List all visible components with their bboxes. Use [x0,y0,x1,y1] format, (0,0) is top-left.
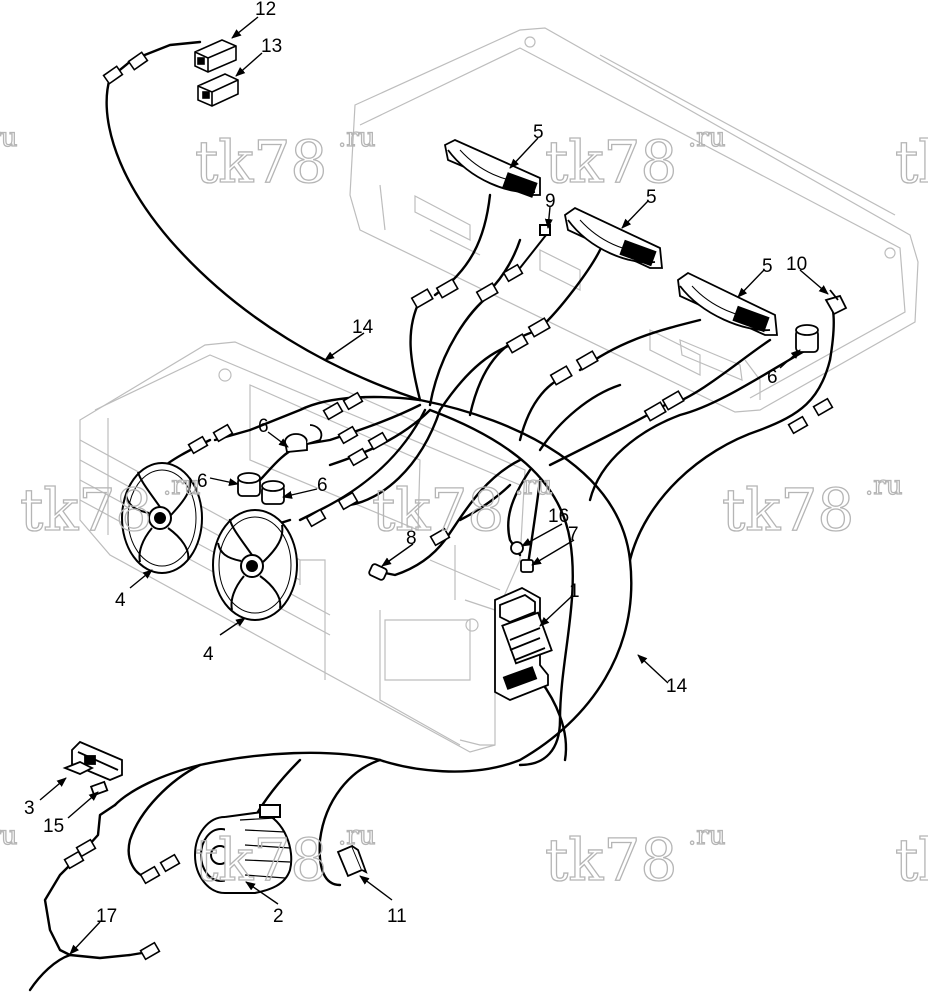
watermark-brand: tk78 [895,826,928,894]
callout-11: 11 [387,906,407,927]
evaporator-fan-5b [564,206,663,269]
watermark-brand: tk78 [722,476,854,544]
callout-labels: 12 13 5 5 5 9 10 6 14 6 6 6 8 16 7 1 4 4… [24,0,807,927]
sensor-9 [519,224,551,269]
leader-arrows [39,16,829,955]
switch-13 [197,73,239,107]
evaporator-fan-5c [677,271,778,336]
callout-6d: 6 [767,367,778,388]
pressure-switch-6-right [261,480,285,505]
callout-5a: 5 [533,122,544,143]
pressure-switch-6-upper [795,324,819,353]
callout-13: 13 [261,36,282,57]
connector-16 [510,541,524,555]
watermark-suffix: .ru [688,123,725,153]
compressor-2 [194,804,293,894]
callout-4a: 4 [115,590,126,611]
sensor-10 [824,289,848,316]
watermark-suffix: .ru [338,123,375,153]
condenser-fan-4a [121,462,203,574]
sensor-8 [368,563,388,581]
callout-15: 15 [43,816,64,837]
watermark-brand: tk78 [545,826,677,894]
watermark-brand: tk78 [545,128,677,196]
watermark-suffix: .ru [515,471,552,501]
connector-15 [89,780,109,797]
callout-9: 9 [545,191,556,212]
switch-12 [194,39,237,73]
fuse-holder-3 [62,740,123,781]
watermarks: tk78 .ru tk78 .ru tk78 .ru tk78 .ru tk78… [0,122,928,894]
watermark-suffix: .ru [163,471,200,501]
upper-evaporator-housing [349,27,919,413]
evaporator-fan-5a [443,139,541,198]
pressure-switch-6-left [237,472,261,497]
harness-connectors [63,51,834,961]
watermark-suffix: .ru [0,123,17,153]
watermark-suffix: .ru [338,821,375,851]
watermark-brand: tk78 [195,826,327,894]
callout-5c: 5 [762,256,773,277]
callout-1: 1 [569,581,580,602]
callout-2: 2 [273,906,284,927]
watermark-suffix: .ru [0,821,17,851]
watermark-suffix: .ru [688,821,725,851]
watermark-brand: tk78 [20,476,152,544]
watermark-brand: tk78 [195,128,327,196]
relay-11 [336,844,368,878]
callout-8: 8 [406,528,417,549]
callout-6b: 6 [197,471,208,492]
callout-4b: 4 [203,644,214,665]
callout-7: 7 [568,524,579,545]
callout-12: 12 [255,0,276,20]
callout-14a: 14 [352,317,374,338]
watermark-suffix: .ru [865,471,902,501]
callout-17: 17 [96,906,117,927]
callout-16: 16 [548,506,569,527]
control-module-1 [494,586,553,701]
watermark-brand: tk78 [372,476,504,544]
sensor-7 [520,559,534,573]
pressure-switch-6-top [284,424,323,453]
callout-6a: 6 [258,416,269,437]
callout-10: 10 [786,254,807,275]
callout-6c: 6 [317,475,328,496]
callout-14b: 14 [666,676,688,697]
condenser-fan-4b [212,509,298,621]
callout-5b: 5 [646,187,657,208]
callout-3: 3 [24,798,35,819]
watermark-brand: tk78 [895,128,928,196]
